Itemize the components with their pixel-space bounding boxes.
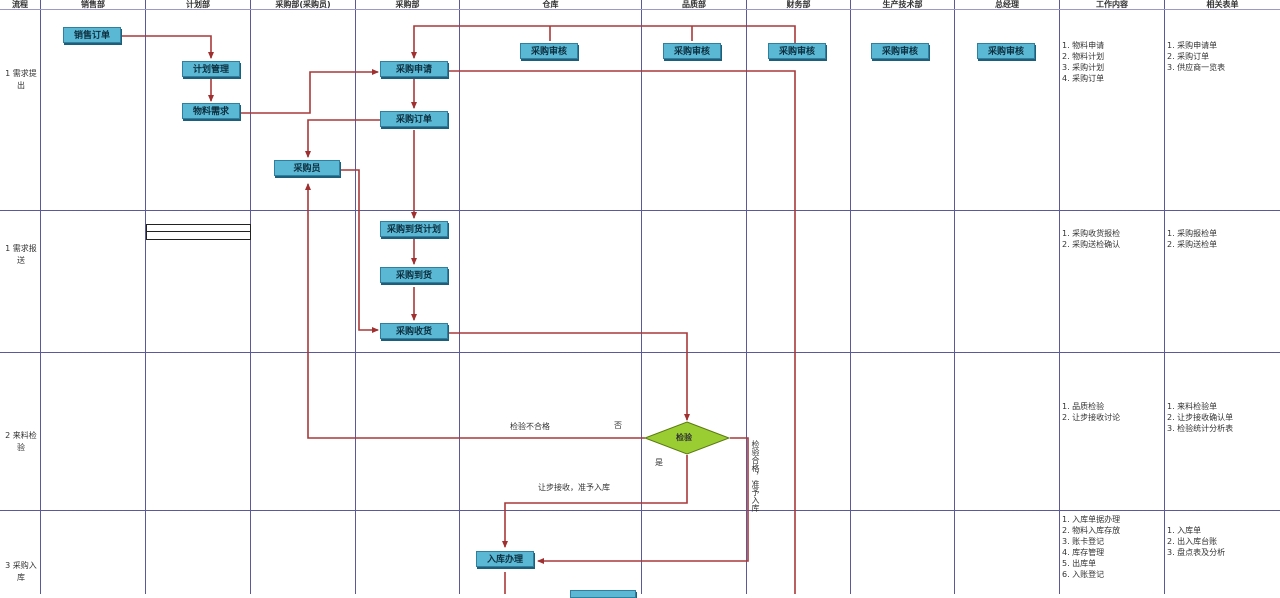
grid-line <box>1164 0 1165 594</box>
header-flow: 流程 <box>12 0 28 9</box>
review-box: 采购审核 <box>520 43 578 59</box>
connector <box>502 455 688 548</box>
review-box: 采购审核 <box>977 43 1035 59</box>
grid-line <box>0 352 1280 353</box>
header-purchase: 采购部 <box>395 0 420 9</box>
header-warehouse: 仓库 <box>542 0 559 9</box>
grid-line <box>355 0 356 594</box>
grid-line <box>746 0 747 594</box>
header-forms: 相关表单 <box>1206 0 1239 9</box>
connector <box>537 437 749 564</box>
purchase-receive-box: 采购收货 <box>380 323 448 339</box>
header-gm: 总经理 <box>995 0 1019 9</box>
connector <box>411 25 796 59</box>
decision-label: 检验 <box>676 433 692 442</box>
connector <box>448 70 796 594</box>
grid-line <box>0 9 1280 10</box>
header-plan: 计划部 <box>186 0 210 9</box>
grid-line <box>1059 0 1060 594</box>
header-tech: 生产技术部 <box>882 0 923 9</box>
grid-line <box>459 0 460 594</box>
supplier-plan-box: 采购到货计划 <box>380 221 448 237</box>
header-quality: 品质部 <box>682 0 706 9</box>
grid-line <box>850 0 851 594</box>
material-demand-box: 物料需求 <box>182 103 240 119</box>
grid-line <box>641 0 642 594</box>
grid-line <box>145 0 146 594</box>
header-buyer: 采购部(采购员) <box>275 0 331 9</box>
grid-line <box>146 231 250 232</box>
grid-line <box>0 510 1280 511</box>
connector <box>305 119 380 158</box>
purchase-order-box: 采购订单 <box>380 111 448 127</box>
grid-line <box>954 0 955 594</box>
stage-label: 3 采购入库 <box>5 561 37 582</box>
edge-label-pass: 检验合格，准予入库 <box>751 440 760 512</box>
bottom-box <box>570 590 636 598</box>
warehouse-in-box: 入库办理 <box>476 551 534 567</box>
buyer-box: 采购员 <box>274 160 340 176</box>
grid-line <box>40 0 41 594</box>
edge-label-yes: 是 <box>655 458 663 467</box>
header-work: 工作内容 <box>1096 0 1128 9</box>
arrival-notice-box: 采购到货 <box>380 267 448 283</box>
review-box: 采购审核 <box>663 43 721 59</box>
connector <box>240 69 379 114</box>
edge-label-no: 否 <box>614 421 622 430</box>
review-box: 采购审核 <box>768 43 826 59</box>
header-sales: 销售部 <box>81 0 105 9</box>
review-box: 采购审核 <box>871 43 929 59</box>
plan-manage-box: 计划管理 <box>182 61 240 77</box>
connector <box>340 169 379 333</box>
connector <box>448 332 690 421</box>
stage-label: 2 来料检验 <box>5 431 37 452</box>
edge-label-reject: 检验不合格 <box>510 422 550 431</box>
grid-line <box>0 210 1280 211</box>
empty-cell-marker <box>146 224 251 240</box>
decision-diamond <box>643 421 731 455</box>
edge-label-accept: 让步接收，准予入库 <box>538 483 610 492</box>
header-finance: 财务部 <box>786 0 811 9</box>
connector <box>305 183 645 439</box>
stage-label: 1 需求报送 <box>5 244 37 265</box>
grid-line <box>250 0 251 594</box>
sales-order-box: 销售订单 <box>63 27 121 43</box>
connector <box>122 35 214 59</box>
stage-label: 1 需求提出 <box>5 69 37 90</box>
purchase-apply-box: 采购申请 <box>380 61 448 77</box>
